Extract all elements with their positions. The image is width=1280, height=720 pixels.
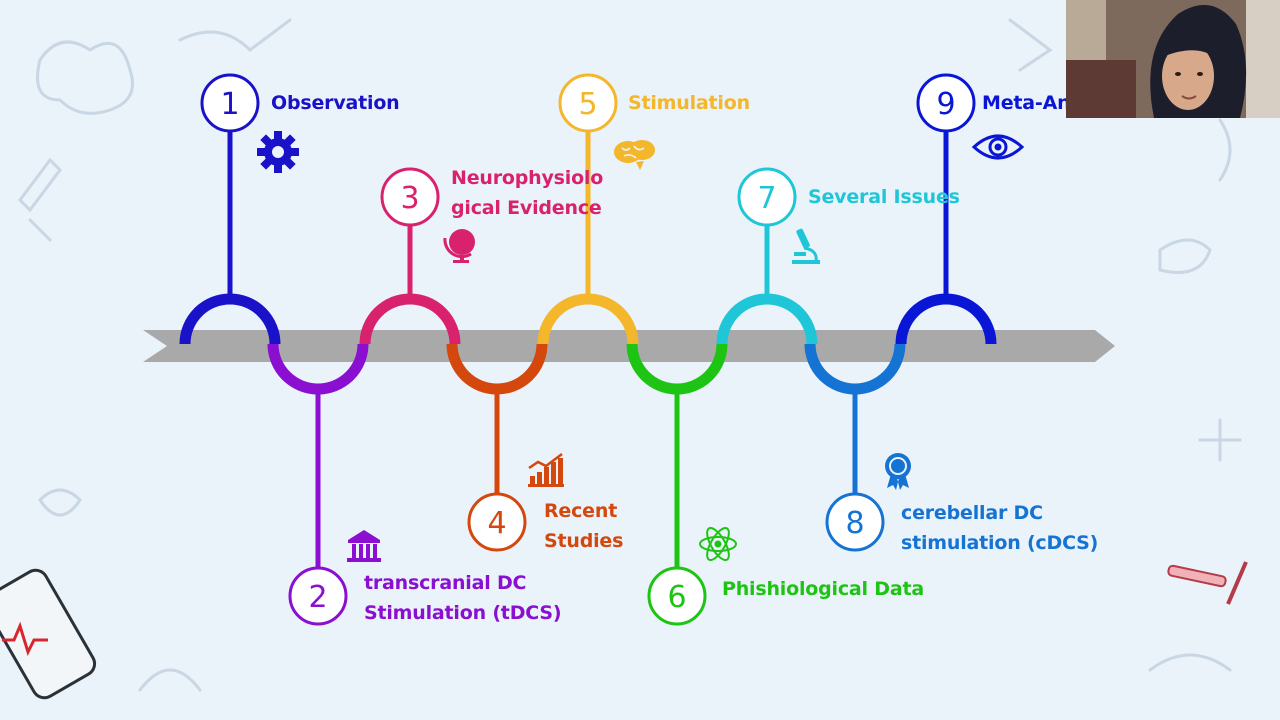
step-label-line: Studies	[544, 530, 624, 552]
step-marker-1: 1	[200, 73, 260, 133]
step-label-7: Several Issues	[808, 182, 960, 212]
step-marker-7: 7	[737, 167, 797, 227]
step-number: 2	[308, 580, 327, 615]
step-label-line: Stimulation (tDCS)	[364, 602, 562, 624]
step-marker-2: 2	[288, 566, 348, 626]
award-badge-icon	[885, 453, 911, 490]
gear-icon	[257, 131, 299, 173]
step-label-line: Neurophysiolo	[451, 167, 604, 189]
step-marker-8: 8	[825, 492, 885, 552]
step-label-line: Phishiological Data	[722, 578, 924, 600]
step-label-2: transcranial DC Stimulation (tDCS)	[364, 568, 562, 628]
step-label-line: Recent	[544, 500, 618, 522]
step-number: 4	[487, 506, 506, 541]
background-doodles	[18, 18, 1242, 692]
bar-chart-icon	[528, 453, 564, 487]
step-label-9: Meta-Anal	[982, 88, 1090, 118]
step-label-line: stimulation (cDCS)	[901, 532, 1099, 554]
atom-icon	[699, 527, 737, 561]
step-label-line: Several Issues	[808, 186, 960, 208]
step-number: 5	[578, 87, 597, 122]
monitor-doodle	[0, 568, 97, 700]
step-number: 7	[757, 181, 776, 216]
globe-icon	[443, 229, 475, 263]
step-label-line: gical Evidence	[451, 197, 602, 219]
step-label-line: Stimulation	[628, 92, 750, 114]
step-marker-4: 4	[467, 492, 527, 552]
step-marker-3: 3	[380, 167, 440, 227]
webcam-overlay	[1066, 0, 1280, 118]
step-number: 6	[667, 580, 686, 615]
step-label-line: Meta-Anal	[982, 92, 1090, 114]
step-number: 9	[936, 87, 955, 122]
step-marker-5: 5	[558, 73, 618, 133]
step-label-1: Observation	[271, 88, 400, 118]
eye-icon	[971, 134, 1025, 160]
step-marker-6: 6	[647, 566, 707, 626]
step-marker-9: 9	[916, 73, 976, 133]
step-label-line: transcranial DC	[364, 572, 527, 594]
step-label-3: Neurophysiolo gical Evidence	[451, 163, 603, 223]
step-number: 8	[845, 506, 864, 541]
microscope-icon	[792, 228, 820, 264]
syringe-doodle	[1167, 561, 1248, 605]
step-label-line: Observation	[271, 92, 400, 114]
step-number: 3	[400, 181, 419, 216]
step-label-8: cerebellar DC stimulation (cDCS)	[901, 498, 1098, 558]
step-label-5: Stimulation	[628, 88, 750, 118]
step-label-line: cerebellar DC	[901, 502, 1043, 524]
step-label-6: Phishiological Data	[722, 574, 924, 604]
brain-icon	[614, 140, 655, 170]
step-number: 1	[220, 87, 239, 122]
institution-icon	[347, 530, 381, 562]
